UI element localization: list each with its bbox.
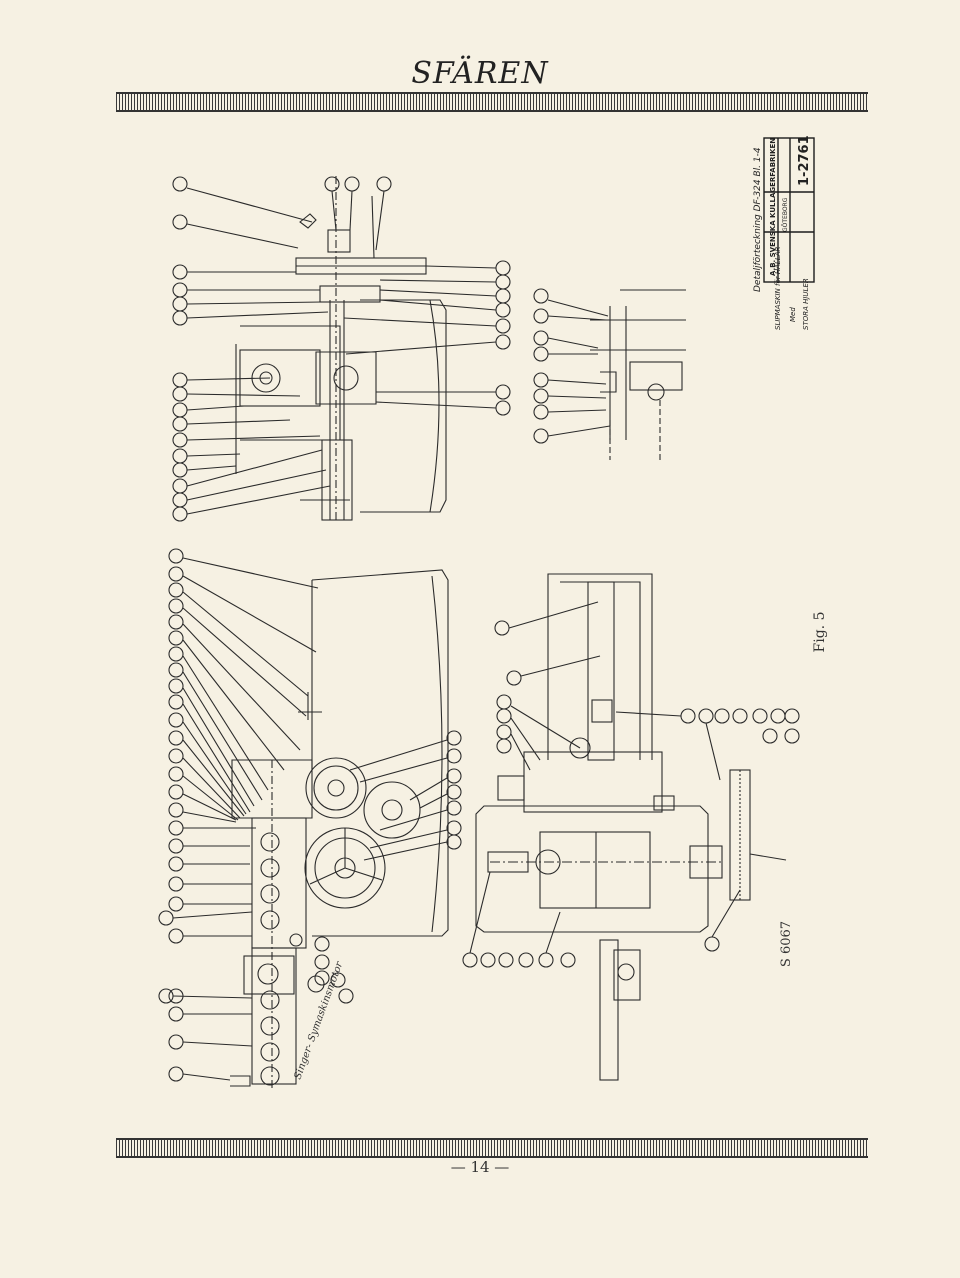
upper-assembly-drawing <box>235 176 447 521</box>
motor-note: Singer- Symaskinsmotor <box>292 959 345 1081</box>
figure-label: Fig. 5 <box>812 612 828 653</box>
title-block-city: GÖTEBORG <box>782 197 789 232</box>
leader-callouts-lower-right <box>462 601 800 968</box>
leader-callouts-upper-left <box>172 176 511 522</box>
leader-callouts-lower-left <box>158 548 462 1082</box>
masthead-title: SFÄREN <box>411 56 549 91</box>
page-number: — 14 — <box>450 1158 510 1176</box>
title-block-company: A.B. SVENSKA KULLAGERFABRIKEN <box>769 138 777 276</box>
header-rule <box>116 92 868 112</box>
upper-right-detail-drawing <box>533 288 686 460</box>
title-block-line2: SLIPMASKIN för HALLAR <box>774 246 782 330</box>
title-block-line3: Med <box>789 307 797 322</box>
title-block-line1: Detaljförteckning DF-324 Bl. 1-4 <box>753 147 763 292</box>
lower-right-assembly-drawing <box>475 573 787 1081</box>
title-block-number: 1-2761 <box>797 135 812 186</box>
title-block-frame <box>763 137 815 283</box>
lower-left-assembly-drawing <box>230 569 449 1090</box>
title-block-line4: STORA HJULER <box>802 278 810 330</box>
figure-code: S 6067 <box>779 921 794 967</box>
footer-rule <box>116 1138 868 1158</box>
